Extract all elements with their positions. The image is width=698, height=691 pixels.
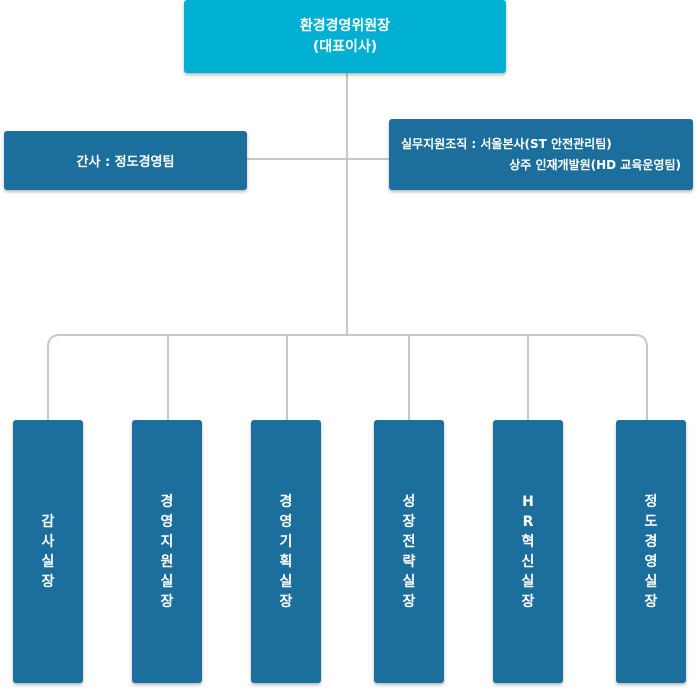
department-management-support: 경 영 지 원 실 장 bbox=[132, 420, 202, 683]
department-ethics-management: 정 도 경 영 실 장 bbox=[616, 420, 686, 683]
department-audit: 감 사 실 장 bbox=[13, 420, 83, 683]
department-hr-innovation: H R 혁 신 실 장 bbox=[493, 420, 563, 683]
department-bus-line bbox=[47, 334, 648, 420]
secretary-label: 간사 : 정도경영팀 bbox=[76, 155, 175, 170]
support-line-1: 실무지원조직 : 서울본사(ST 안전관리팀) bbox=[401, 137, 612, 151]
committee-chair-title: 환경경영위원장 bbox=[299, 17, 391, 34]
department-label: 경 영 지 원 실 장 bbox=[160, 493, 174, 610]
department-label: 성 장 전 략 실 장 bbox=[402, 493, 416, 610]
department-management-planning: 경 영 기 획 실 장 bbox=[251, 420, 321, 683]
support-organization-box: 실무지원조직 : 서울본사(ST 안전관리팀) 상주 인재개발원(HD 교육운영… bbox=[389, 119, 693, 190]
support-line-2: 상주 인재개발원(HD 교육운영팀) bbox=[509, 158, 681, 172]
department-label: 정 도 경 영 실 장 bbox=[644, 493, 658, 610]
department-label: 경 영 기 획 실 장 bbox=[279, 493, 293, 610]
committee-chair-box: 환경경영위원장 (대표이사) bbox=[184, 0, 506, 73]
department-growth-strategy: 성 장 전 략 실 장 bbox=[374, 420, 444, 683]
committee-chair-subtitle: (대표이사) bbox=[312, 38, 378, 55]
department-label: 감 사 실 장 bbox=[41, 513, 55, 590]
secretary-box: 간사 : 정도경영팀 bbox=[4, 131, 247, 190]
department-label: H R 혁 신 실 장 bbox=[521, 493, 535, 610]
